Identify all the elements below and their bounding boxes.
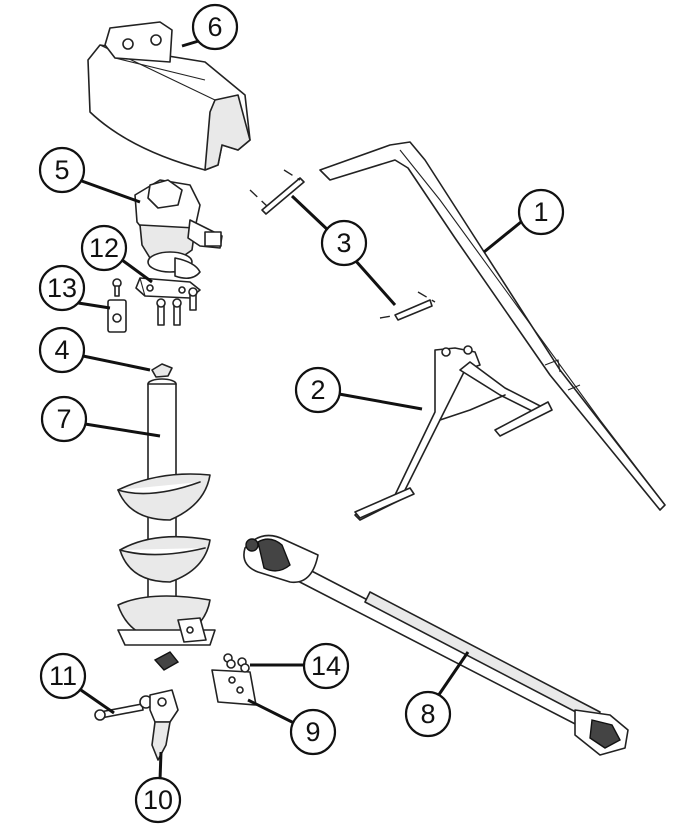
- callout-11: 11: [39, 652, 87, 700]
- part-11-bolt: [94, 695, 153, 721]
- part-2-a-frame: [354, 345, 553, 521]
- svg-text:9: 9: [305, 717, 320, 747]
- leader-3b: [353, 259, 397, 306]
- callout-13: 13: [38, 264, 86, 312]
- leader-8: [436, 651, 470, 697]
- svg-text:10: 10: [143, 785, 173, 815]
- leader-9: [247, 698, 297, 726]
- callout-6: 6: [191, 3, 239, 51]
- part-7-auger: [117, 378, 216, 671]
- leader-4: [82, 354, 151, 372]
- svg-text:1: 1: [533, 197, 548, 227]
- callout-8: 8: [404, 690, 452, 738]
- svg-text:6: 6: [207, 12, 222, 42]
- leader-12: [121, 258, 153, 284]
- svg-text:12: 12: [89, 233, 119, 263]
- callout-7: 7: [40, 395, 88, 443]
- callout-4: 4: [38, 326, 86, 374]
- leader-2: [338, 392, 423, 411]
- leader-11: [77, 686, 115, 715]
- svg-text:2: 2: [310, 375, 325, 405]
- leader-10: [158, 751, 163, 781]
- callout-5: 5: [38, 146, 86, 194]
- part-10-tip: [149, 689, 179, 761]
- callout-9: 9: [289, 708, 337, 756]
- callout-12: 12: [80, 224, 128, 272]
- callout-2: 2: [294, 366, 342, 414]
- part-5-gearbox: [134, 179, 223, 280]
- leader-1: [483, 220, 522, 254]
- part-6-guard-cover: [87, 21, 251, 171]
- svg-text:11: 11: [49, 661, 77, 691]
- callout-1: 1: [517, 188, 565, 236]
- svg-text:4: 4: [54, 335, 69, 365]
- svg-text:7: 7: [56, 404, 71, 434]
- leader-lines: [71, 38, 522, 781]
- part-3-pins: [249, 169, 436, 321]
- callout-14: 14: [302, 642, 350, 690]
- svg-text:5: 5: [54, 155, 69, 185]
- part-8-drive-shaft: [243, 534, 629, 756]
- part-14-washers: [223, 653, 250, 673]
- part-1-handle-frame: [319, 141, 666, 511]
- part-13-plate: [107, 278, 127, 333]
- part-4-plug: [151, 363, 173, 378]
- leader-3: [290, 194, 332, 234]
- svg-text:3: 3: [336, 228, 351, 258]
- part-12-bracket: [135, 277, 201, 326]
- leader-5: [78, 178, 141, 204]
- callout-10: 10: [134, 776, 182, 824]
- leader-7: [84, 422, 161, 438]
- svg-text:13: 13: [47, 273, 77, 303]
- svg-text:14: 14: [311, 651, 341, 681]
- svg-text:8: 8: [420, 699, 435, 729]
- callout-3: 3: [320, 219, 368, 267]
